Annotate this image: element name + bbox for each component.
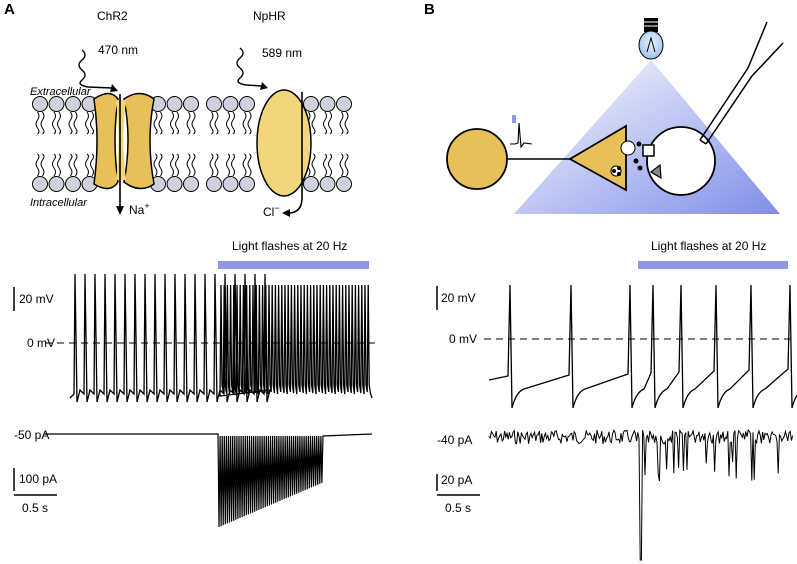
light-bulb-icon	[638, 18, 664, 60]
light-bar-a	[218, 261, 369, 269]
panel-a-letter: A	[4, 1, 15, 18]
zero-mv-label-b: 0 mV	[449, 332, 477, 346]
voltage-scale-label-a: 20 mV	[19, 292, 54, 306]
zero-mv-label-a: 0 mV	[27, 336, 55, 350]
panel-b-letter: B	[424, 1, 435, 18]
time-scale-label-b: 0.5 s	[445, 501, 471, 515]
nphr-pump	[256, 89, 312, 217]
cl-ion-label: Cl−	[263, 203, 280, 219]
postsynaptic-soma	[646, 126, 716, 196]
recording-pipette-icon	[699, 21, 784, 145]
voltage-trace-a	[69, 273, 373, 403]
current-trace-b	[488, 428, 794, 561]
chr2-title: ChR2	[97, 9, 128, 23]
current-baseline-label-b: -40 pA	[437, 433, 472, 447]
wavy-photon-arrow-icon	[78, 49, 118, 92]
inset-spike-trace	[510, 122, 533, 149]
inset-light-flash	[512, 115, 516, 123]
na-ion-label: Na+	[129, 201, 150, 217]
light-label-b: Light flashes at 20 Hz	[651, 239, 766, 253]
presynaptic-soma	[446, 128, 508, 190]
extracellular-label: Extracellular	[30, 86, 92, 98]
light-label-a: Light flashes at 20 Hz	[232, 239, 347, 253]
time-scale-label-a: 0.5 s	[22, 501, 48, 515]
current-baseline-label-a: -50 pA	[14, 428, 49, 442]
nphr-title: NpHR	[253, 9, 286, 23]
current-trace-a	[44, 433, 373, 528]
chr2-channel	[93, 92, 155, 215]
lipid-bilayer	[32, 96, 352, 192]
wavy-photon-arrow-icon	[236, 47, 268, 90]
intracellular-label: Intracellular	[30, 197, 88, 209]
light-cone	[514, 60, 780, 214]
current-scale-label-a: 100 pA	[19, 472, 57, 486]
voltage-scale-label-b: 20 mV	[441, 291, 476, 305]
current-scale-label-b: 20 pA	[441, 473, 472, 487]
voltage-trace-b	[488, 284, 797, 409]
nphr-wavelength: 589 nm	[262, 46, 302, 60]
chr2-wavelength: 470 nm	[98, 43, 138, 57]
light-bar-b	[638, 261, 788, 269]
